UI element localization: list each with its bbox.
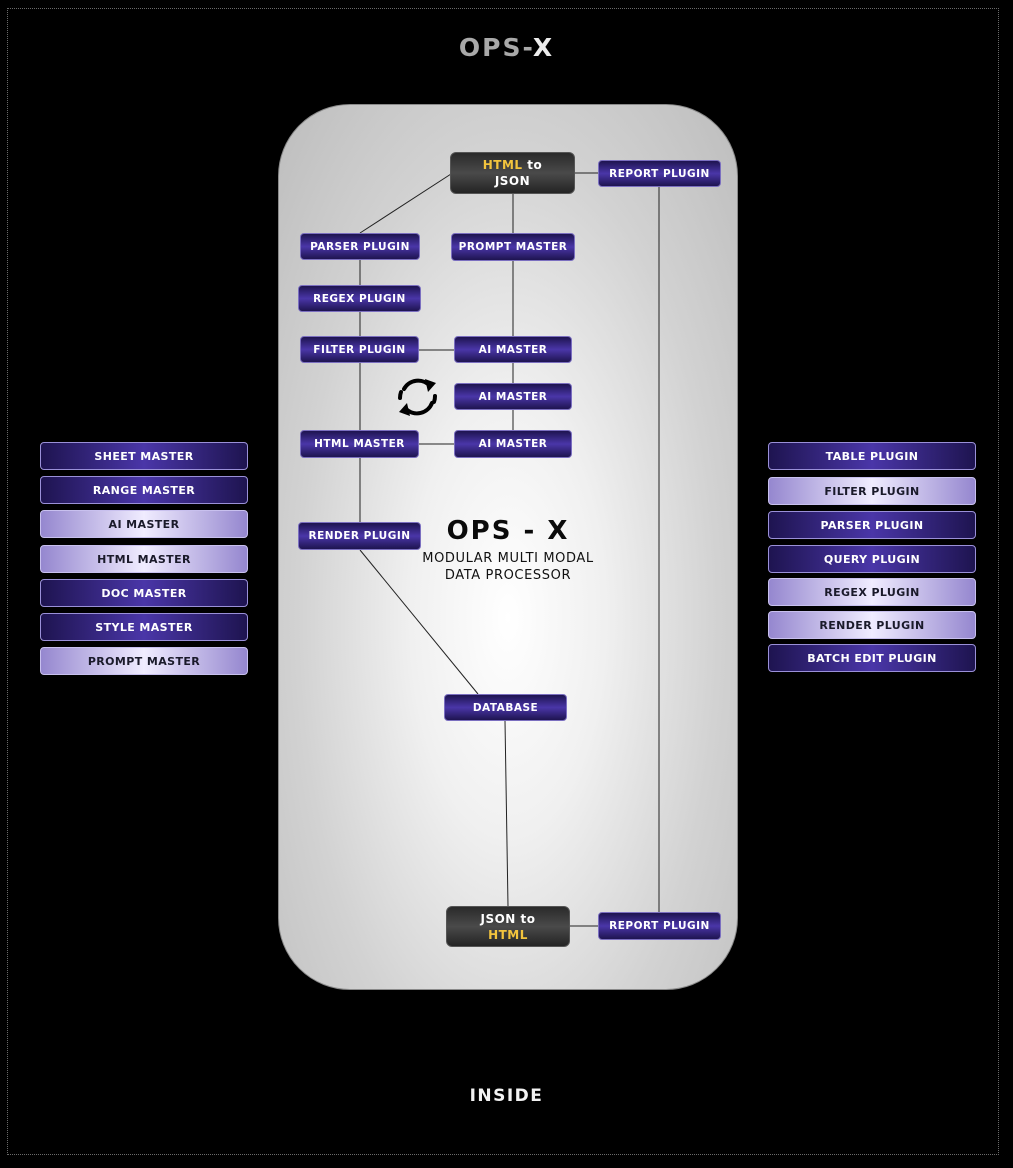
right-item-filter-plugin[interactable]: FILTER PLUGIN	[768, 477, 976, 505]
html-to-json-line1: HTML to	[483, 157, 543, 173]
title-accent: X	[532, 33, 555, 62]
outer-frame	[7, 8, 999, 1155]
center-subtitle: MODULAR MULTI MODAL DATA PROCESSOR	[390, 550, 626, 584]
page-title: OPS-X	[0, 33, 1013, 62]
json-to-html-node[interactable]: JSON to HTML	[446, 906, 570, 947]
refresh-cycle-icon	[398, 378, 437, 416]
database-node[interactable]: DATABASE	[444, 694, 567, 721]
prompt-master-node[interactable]: PROMPT MASTER	[451, 233, 575, 261]
center-subtitle-line1: MODULAR MULTI MODAL	[422, 551, 594, 566]
left-item-style-master[interactable]: STYLE MASTER	[40, 613, 248, 641]
parser-plugin-node[interactable]: PARSER PLUGIN	[300, 233, 420, 260]
html-to-json-node[interactable]: HTML to JSON	[450, 152, 575, 194]
right-item-batch-edit-plugin[interactable]: BATCH EDIT PLUGIN	[768, 644, 976, 672]
ai-master-node-1[interactable]: AI MASTER	[454, 336, 572, 363]
json-to-html-part1: JSON to	[480, 911, 536, 926]
left-item-prompt-master[interactable]: PROMPT MASTER	[40, 647, 248, 675]
left-item-range-master[interactable]: RANGE MASTER	[40, 476, 248, 504]
right-item-parser-plugin[interactable]: PARSER PLUGIN	[768, 511, 976, 539]
left-item-ai-master[interactable]: AI MASTER	[40, 510, 248, 538]
right-item-query-plugin[interactable]: QUERY PLUGIN	[768, 545, 976, 573]
left-item-doc-master[interactable]: DOC MASTER	[40, 579, 248, 607]
html-to-json-part1: HTML	[482, 158, 523, 172]
json-to-html-part2: HTML	[488, 927, 528, 942]
report-plugin-bottom-node[interactable]: REPORT PLUGIN	[598, 912, 721, 940]
center-title: OPS - X	[446, 516, 570, 546]
right-item-regex-plugin[interactable]: REGEX PLUGIN	[768, 578, 976, 606]
html-to-json-part2: to	[522, 158, 543, 172]
html-master-node[interactable]: HTML MASTER	[300, 430, 419, 458]
regex-plugin-node[interactable]: REGEX PLUGIN	[298, 285, 421, 312]
ai-master-node-3[interactable]: AI MASTER	[454, 430, 572, 458]
left-item-html-master[interactable]: HTML MASTER	[40, 545, 248, 573]
report-plugin-top-node[interactable]: REPORT PLUGIN	[598, 160, 721, 187]
ai-master-node-2[interactable]: AI MASTER	[454, 383, 572, 410]
title-main: OPS-	[458, 33, 533, 62]
left-item-sheet-master[interactable]: SHEET MASTER	[40, 442, 248, 470]
center-subtitle-line2: DATA PROCESSOR	[444, 568, 572, 583]
right-item-render-plugin[interactable]: RENDER PLUGIN	[768, 611, 976, 639]
html-to-json-part3: JSON	[494, 174, 531, 188]
footer-label: INSIDE	[469, 1086, 544, 1106]
right-item-table-plugin[interactable]: TABLE PLUGIN	[768, 442, 976, 470]
render-plugin-node[interactable]: RENDER PLUGIN	[298, 522, 421, 550]
filter-plugin-node[interactable]: FILTER PLUGIN	[300, 336, 419, 363]
